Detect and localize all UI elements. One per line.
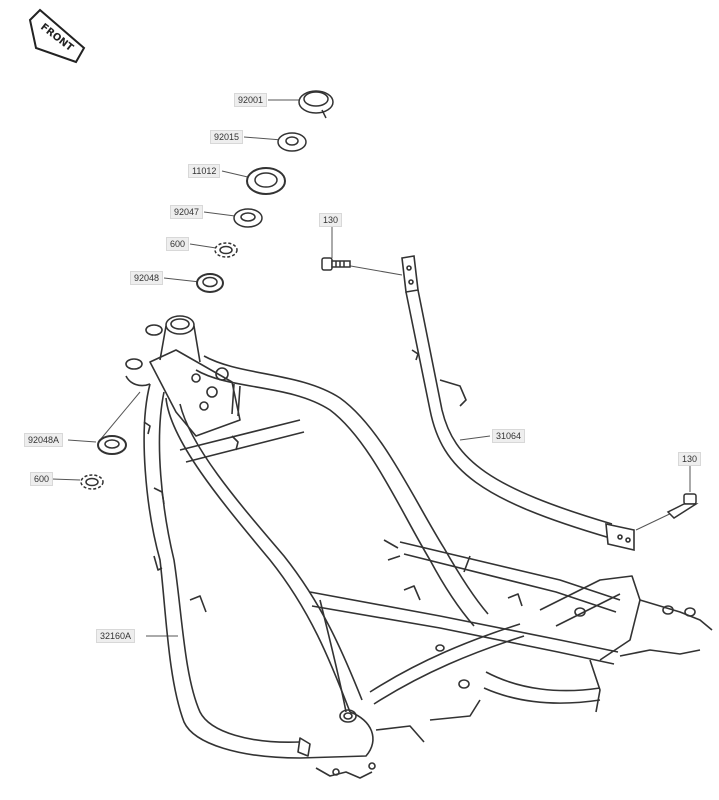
bolt-130-lower [666,493,699,519]
label-600-top: 600 [166,237,190,251]
label-92001: 92001 [234,93,268,107]
label-92048: 92048 [130,271,164,285]
label-92048a: 92048A [24,433,64,447]
label-130-lower: 130 [678,452,702,466]
cap-92001 [298,90,334,119]
bearing-92048 [196,273,224,293]
label-31064: 31064 [492,429,526,443]
bolt-130-upper [321,257,351,271]
label-92015: 92015 [210,130,244,144]
washer-92047 [233,208,263,228]
frame-32160a [125,315,713,779]
front-arrow-badge: FRONT [28,8,86,64]
label-130-upper: 130 [319,213,343,227]
leader-lines [51,99,691,637]
bearing-11012 [246,167,286,195]
washer-92015 [277,132,307,152]
lockwasher-600-top [214,242,238,258]
subframe-31064 [401,255,635,552]
label-92047: 92047 [170,205,204,219]
lockwasher-600-bottom [80,474,104,490]
label-600-bottom: 600 [30,472,54,486]
bearing-92048a [97,435,127,455]
small-parts [80,90,699,519]
label-32160a: 32160A [96,629,136,643]
label-11012: 11012 [188,164,221,178]
